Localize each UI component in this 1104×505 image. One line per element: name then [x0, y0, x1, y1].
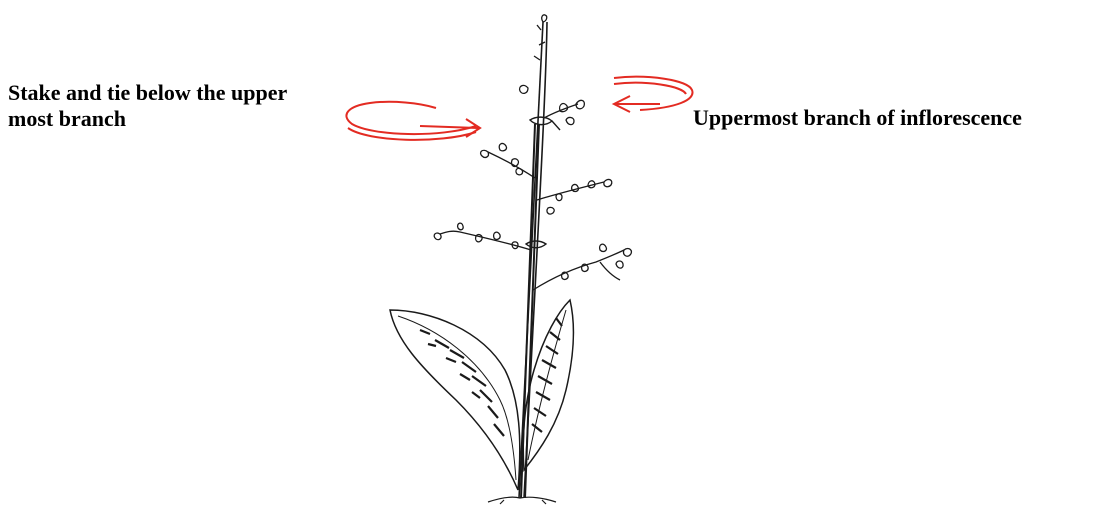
right-lower-branch — [533, 244, 631, 290]
left-upper-branch — [481, 143, 535, 178]
left-leaf — [390, 310, 520, 490]
ground — [488, 497, 556, 504]
left-lower-branch — [434, 223, 531, 250]
right-curved-arrow — [614, 77, 693, 112]
right-middle-branch — [537, 179, 612, 214]
uppermost-branch — [520, 15, 585, 125]
left-curved-arrow — [346, 102, 480, 140]
